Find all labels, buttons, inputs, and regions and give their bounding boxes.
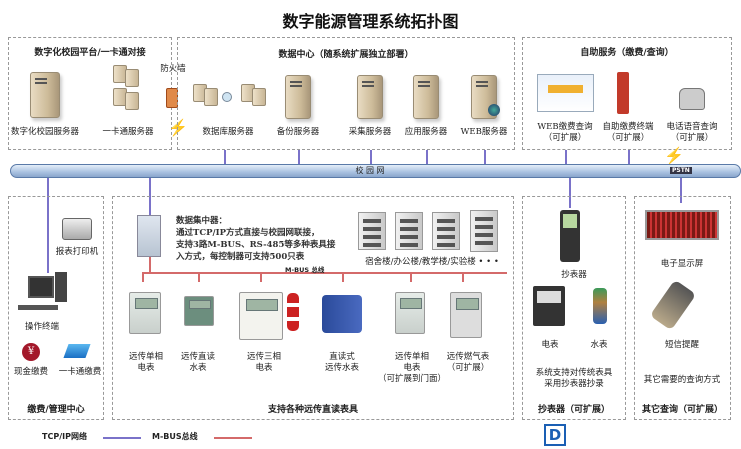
cash-icon: ¥ — [22, 343, 40, 361]
reader-heading: 抄表器（可扩展） — [537, 405, 610, 415]
card-server-label: 一卡通服务器 — [102, 127, 154, 137]
building-icon — [358, 212, 386, 250]
water-label: 水表 — [590, 340, 608, 350]
phone-query-sub: （可扩展） — [670, 133, 714, 143]
meters-heading: 支持各种远传直读表具 — [267, 405, 358, 415]
printer-label: 报表打印机 — [55, 247, 99, 257]
backup-server-icon — [285, 75, 311, 119]
three-phase-meter-icon — [239, 292, 283, 340]
firewall-label: 防火墙 — [160, 64, 186, 74]
direct-water-meter-icon — [322, 295, 362, 333]
db-server-label: 数据库服务器 — [202, 127, 254, 137]
reader-group — [522, 196, 626, 420]
display-screen-label: 电子显示屏 — [660, 259, 704, 269]
datacenter-heading: 数据中心（随系统扩展独立部署） — [278, 50, 414, 60]
sms-label: 短信提醒 — [664, 340, 700, 350]
campus-network-label: 校 园 网 — [355, 166, 385, 175]
electric-meter-icon — [533, 286, 565, 326]
buildings-label: 宿舍楼/办公楼/教学楼/实验楼 • • • — [365, 257, 499, 267]
water-meter-icon — [184, 296, 214, 326]
current-transformer-icon — [287, 293, 299, 331]
legend-mbus-label: M-BUS总线 — [152, 432, 198, 441]
phone-query-label: 电话语音查询 — [666, 122, 718, 132]
concentrator-text: 数据集中器：通过TCP/IP方式直接与校园网联接，支持3路M-BUS、RS-48… — [176, 216, 336, 262]
meter-label: 远传直读水表 — [180, 352, 216, 373]
other-heading: 其它查询（可扩展） — [641, 405, 723, 415]
web-query-label: WEB缴费查询 — [537, 122, 593, 132]
single-phase-meter-icon — [129, 292, 161, 334]
terminal-label: 操作终端 — [24, 322, 60, 332]
campus-server-icon — [30, 72, 60, 118]
web-page-icon — [537, 74, 594, 112]
meter-label: 远传三相电表 — [246, 352, 282, 373]
telephone-icon — [679, 88, 705, 110]
gas-meter-icon — [450, 292, 482, 338]
app-server-icon — [413, 75, 439, 119]
meters-group — [112, 196, 514, 420]
collect-server-icon — [357, 75, 383, 119]
cash-label: 现金缴费 — [13, 367, 49, 377]
meter-label: 远传单相电表 — [128, 352, 164, 373]
self-service-group — [522, 37, 732, 150]
app-server-label: 应用服务器 — [404, 127, 448, 137]
collect-server-label: 采集服务器 — [348, 127, 392, 137]
concentrator-icon — [137, 215, 161, 257]
mbus-line — [142, 272, 507, 274]
printer-icon — [62, 218, 92, 240]
reader-label: 抄表器 — [561, 270, 587, 280]
building-icon — [470, 210, 498, 252]
backup-server-label: 备份服务器 — [276, 127, 320, 137]
self-service-heading: 自助服务（缴费/查询） — [580, 48, 674, 58]
pstn-label: PSTN — [670, 167, 692, 174]
globe-icon — [488, 104, 500, 116]
page-title: 数字能源管理系统拓扑图 — [282, 12, 459, 31]
db-server-icon — [204, 88, 218, 106]
reader-desc: 系统支持对传统表具采用抄表器抄录 — [535, 368, 613, 389]
legend-tcp-line — [103, 437, 141, 439]
campus-platform-heading: 数字化校园平台/一卡通对接 — [34, 48, 146, 58]
other-desc: 其它需要的查询方式 — [643, 375, 721, 385]
building-icon — [432, 212, 460, 250]
kiosk-label: 自助缴费终端 — [602, 122, 654, 132]
card-pay-label: 一卡通缴费 — [58, 367, 102, 377]
lightning-icon-pstn: ⚡ — [664, 146, 684, 165]
kiosk-icon — [617, 72, 629, 114]
legend-mbus-line — [214, 437, 252, 439]
company-logo-icon: D — [544, 424, 566, 446]
meter-label: 远传燃气表（可扩展） — [446, 352, 490, 373]
mbus-label: M-BUS 总线 — [285, 266, 325, 274]
computer-icon — [28, 276, 54, 298]
building-icon — [395, 212, 423, 250]
kiosk-sub: （可扩展） — [606, 133, 650, 143]
datacenter-group — [177, 37, 515, 150]
web-server-label: WEB服务器 — [460, 127, 508, 137]
water-meter-icon-2 — [593, 288, 607, 324]
web-query-sub: （可扩展） — [543, 133, 587, 143]
handheld-reader-icon — [560, 210, 580, 262]
single-phase-meter-icon-2 — [395, 292, 425, 334]
database-icon — [222, 92, 232, 102]
elec-label: 电表 — [541, 340, 559, 350]
mgmt-group — [8, 196, 104, 420]
other-query-group — [634, 196, 731, 420]
meter-label: 远传单相电表（可扩展到门面） — [377, 352, 447, 384]
meter-label: 直读式远传水表 — [324, 352, 360, 373]
display-screen-icon — [645, 210, 719, 240]
legend-tcp-label: TCP/IP网络 — [42, 432, 87, 441]
campus-server-label: 数字化校园服务器 — [10, 127, 80, 137]
mgmt-heading: 缴费/管理中心 — [27, 405, 85, 415]
